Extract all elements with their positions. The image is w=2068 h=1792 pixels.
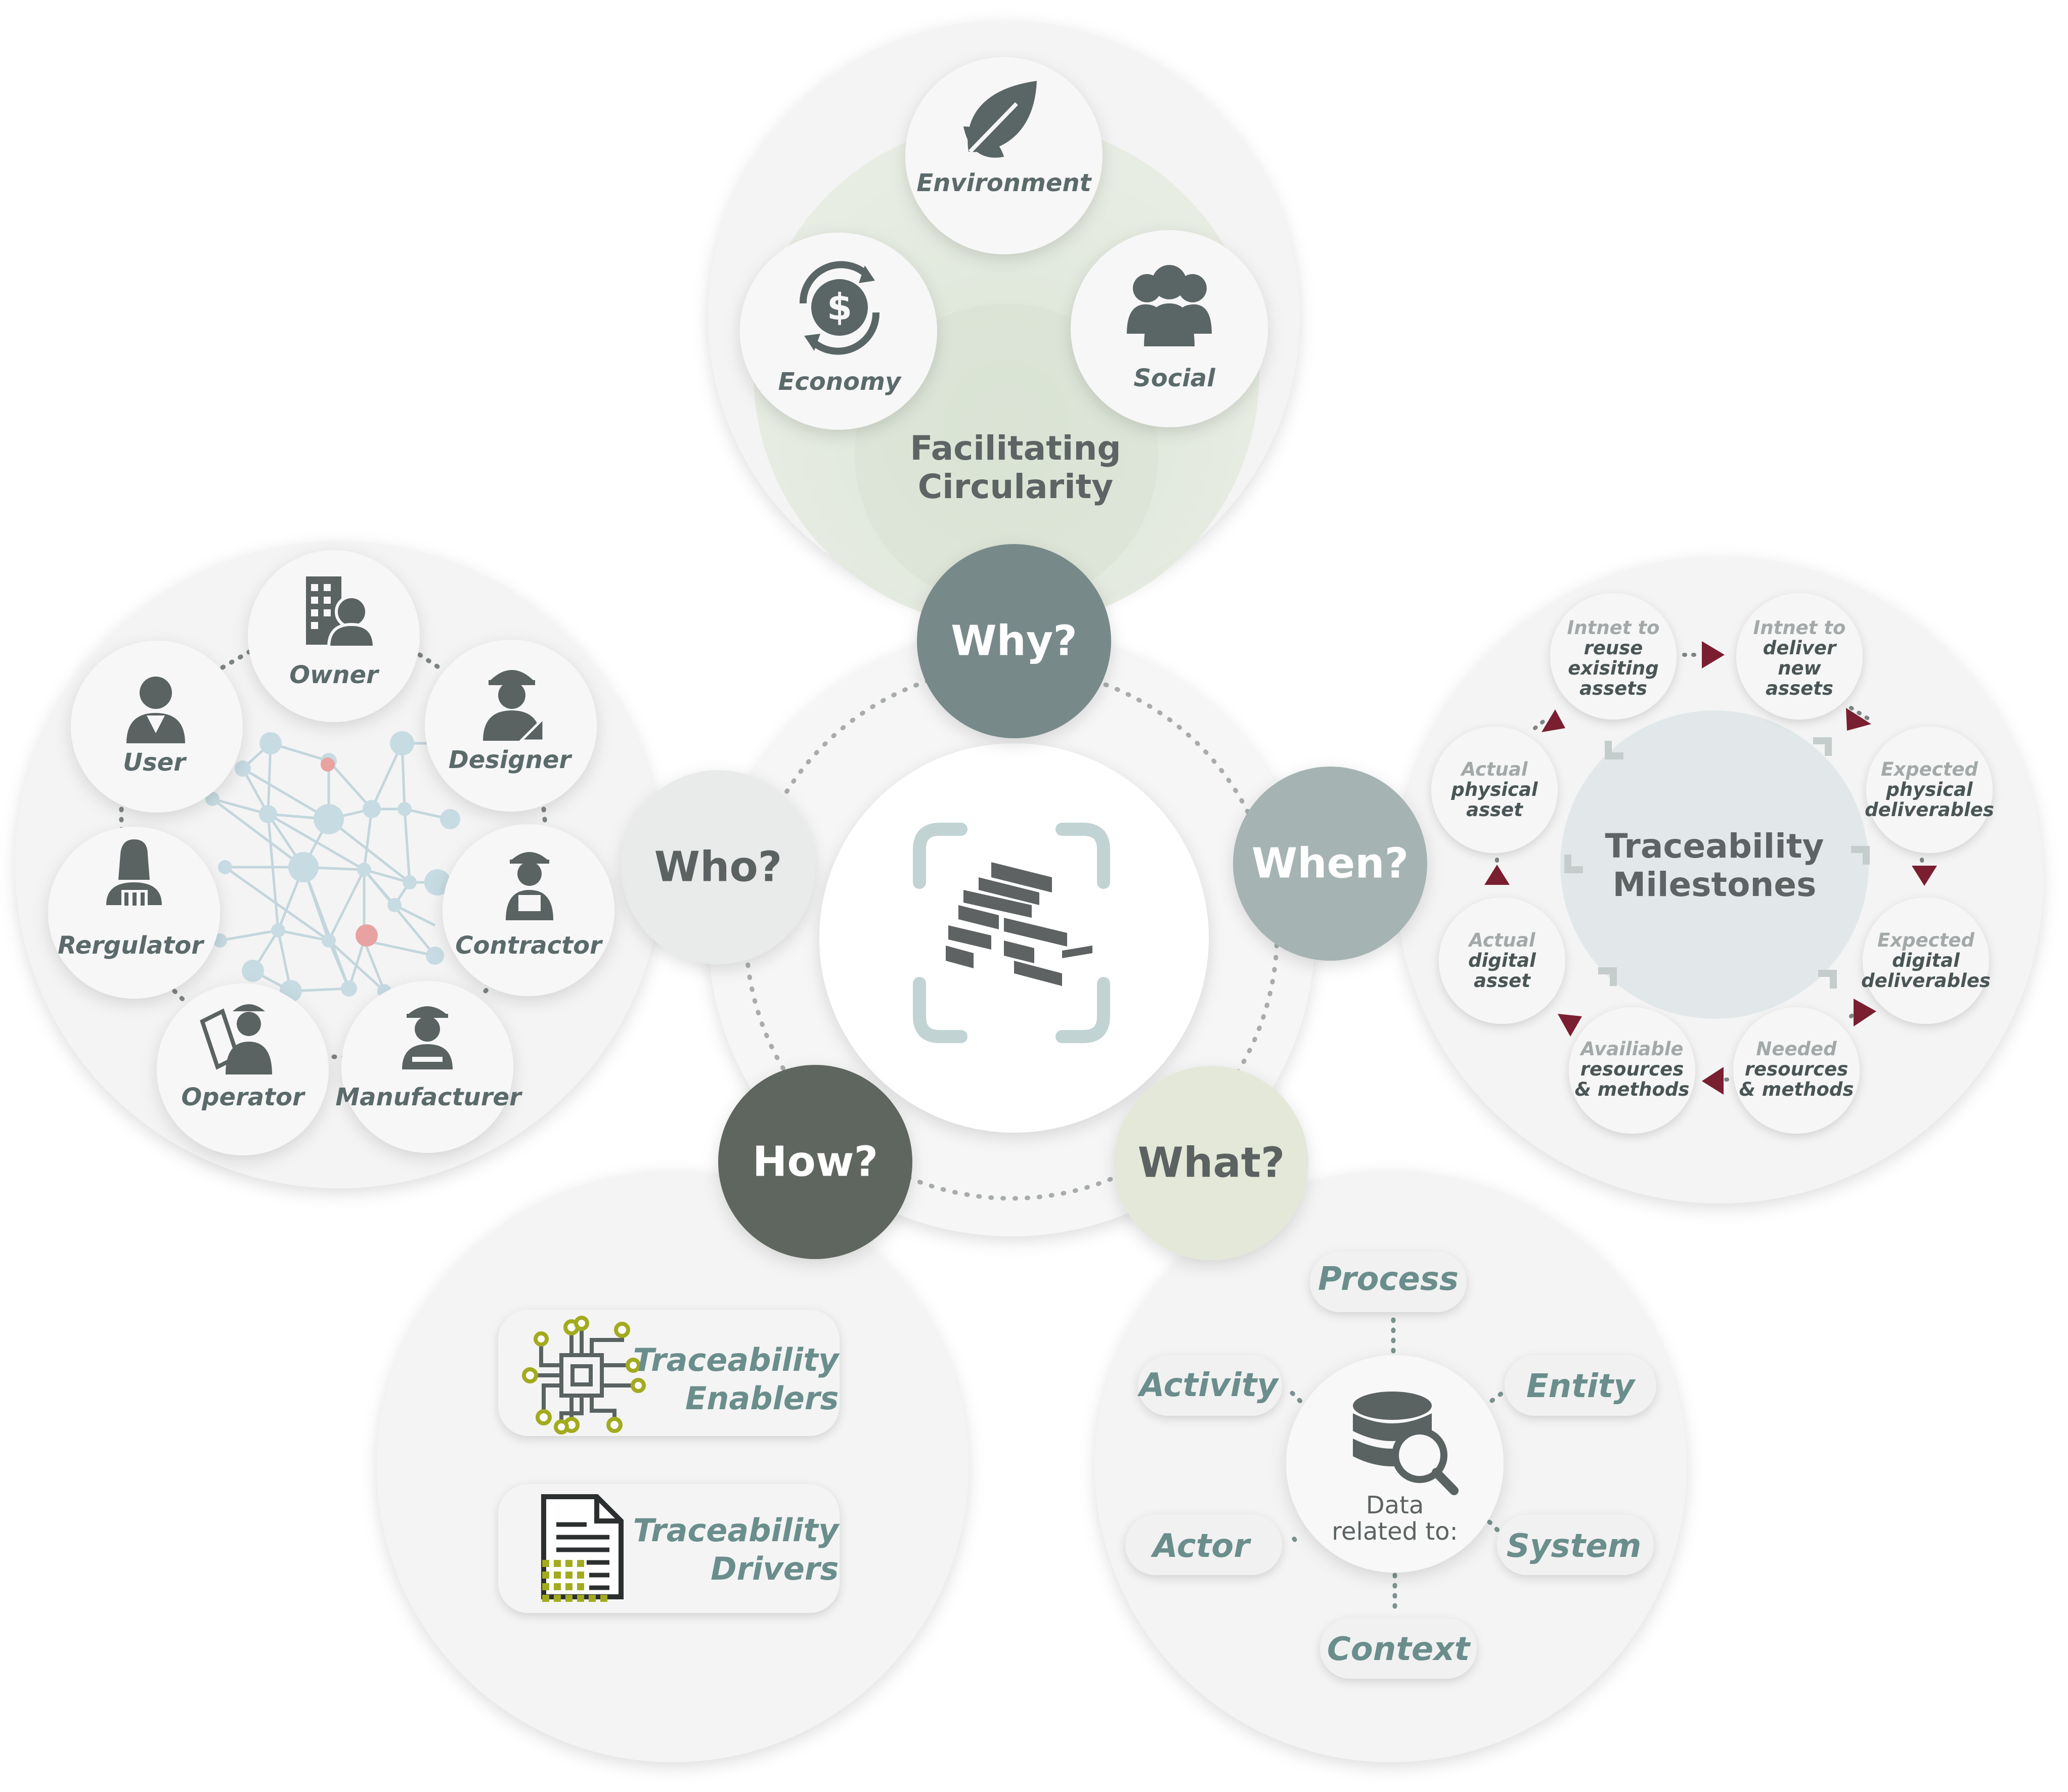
economy-label: Economy (778, 368, 901, 396)
milestone-needed-bubble (1733, 1007, 1860, 1134)
database-search-icon (1353, 1392, 1459, 1495)
how-hub-label: How? (752, 1138, 878, 1186)
stacked-beams-scan-icon (913, 823, 1110, 1043)
operator-icon (200, 1004, 272, 1074)
drivers-label: Traceability Drivers (633, 1512, 839, 1587)
milestone-available-bubble (1569, 1007, 1695, 1134)
environment-bubble (905, 57, 1103, 254)
stakeholder-network (205, 731, 460, 1002)
data-center-label: Data related to: (1332, 1491, 1458, 1546)
operator-label: Operator (181, 1083, 304, 1111)
milestone-actual-digital-bubble (1439, 898, 1565, 1024)
entity-label: Entity (1526, 1368, 1635, 1405)
what-hub-label: What? (1137, 1139, 1285, 1187)
entity-pill (1505, 1355, 1656, 1416)
when-hub[interactable] (1233, 767, 1427, 961)
designer-icon (483, 670, 545, 742)
context-pill (1320, 1618, 1477, 1679)
milestone-reuse-bubble (1550, 593, 1677, 720)
regulator-icon (106, 839, 162, 908)
activity-pill (1138, 1355, 1282, 1416)
actor-label: Actor (1153, 1528, 1250, 1565)
manufacturer-label: Manufacturer (335, 1083, 521, 1111)
process-label: Process (1318, 1261, 1459, 1298)
why-hub-label: Why? (951, 617, 1077, 665)
environment-label: Environment (916, 169, 1091, 197)
contractor-label: Contractor (455, 931, 602, 960)
what-hub[interactable] (1114, 1066, 1308, 1260)
process-pill (1310, 1251, 1467, 1312)
why-title: Facilitating Circularity (910, 429, 1121, 506)
enablers-label: Traceability Enablers (633, 1341, 839, 1417)
system-pill (1497, 1514, 1654, 1575)
milestone-deliver-bubble (1736, 593, 1863, 720)
who-hub[interactable] (621, 770, 815, 964)
social-label: Social (1133, 364, 1215, 392)
center-core (819, 743, 1209, 1133)
milestones-core (1560, 710, 1869, 1019)
context-label: Context (1327, 1631, 1470, 1668)
contractor-icon (506, 852, 553, 920)
actor-pill (1125, 1514, 1282, 1575)
group-icon (1127, 265, 1212, 346)
milestone-arrows (1484, 641, 1937, 1095)
milestone-corner-marks (1564, 737, 1870, 989)
manufacturer-icon (402, 1006, 453, 1069)
designer-label: Designer (448, 746, 571, 774)
user-icon (126, 677, 185, 743)
regulator-label: Rergulator (58, 931, 203, 960)
system-label: System (1506, 1528, 1642, 1565)
milestone-expected-physical-bubble (1866, 727, 1993, 853)
who-hub-label: Who? (654, 843, 782, 891)
svg-text:$: $ (827, 286, 852, 328)
user-label: User (123, 748, 186, 777)
circuit-chip-icon (522, 1316, 646, 1435)
when-hub-label: When? (1251, 839, 1409, 888)
when-title: Traceability Milestones (1605, 827, 1824, 904)
what-dotted-links (1287, 1317, 1505, 1610)
dollar-cycle-icon: $ (799, 261, 880, 355)
why-hub[interactable] (917, 544, 1111, 738)
how-hub[interactable] (718, 1065, 912, 1259)
leaf-icon (963, 81, 1037, 158)
how-cluster-background (377, 1171, 969, 1762)
building-owner-icon (306, 576, 376, 649)
document-grid-icon (541, 1494, 624, 1602)
activity-label: Activity (1139, 1367, 1278, 1404)
milestone-expected-digital-bubble (1863, 898, 1989, 1024)
milestone-actual-physical-bubble (1431, 727, 1558, 853)
owner-label: Owner (289, 661, 378, 689)
regulator-bubble (48, 827, 220, 999)
